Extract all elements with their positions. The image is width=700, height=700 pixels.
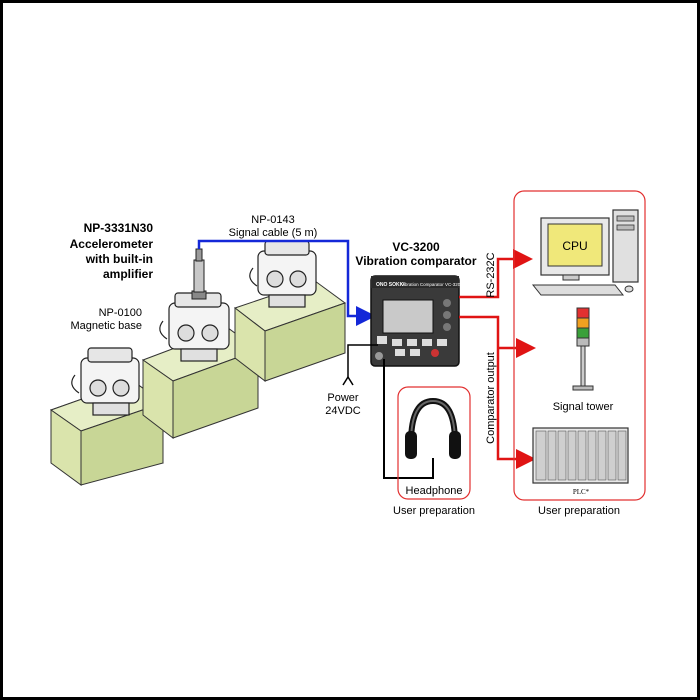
headphone-icon	[405, 397, 461, 459]
engine-icon	[159, 292, 230, 362]
signal-cable-name-label: Signal cable (5 m)	[229, 227, 318, 239]
device-panel-text: Vibration Comparator VC-3200	[401, 282, 463, 287]
diagram-frame: ONO SOKKI Vibration Comparator VC-3200	[3, 3, 697, 697]
accelerometer-name-line2: with built-in	[85, 252, 153, 266]
comparator-name-label: Vibration comparator	[355, 254, 476, 268]
cpu-screen-label: CPU	[562, 239, 587, 253]
device-brand: ONO SOKKI	[376, 282, 405, 288]
plc-label: PLC*	[573, 488, 590, 496]
rs232c-line	[459, 249, 533, 299]
engine-icon	[249, 240, 317, 308]
headphone-box	[397, 386, 471, 500]
power-label-line1: Power	[327, 392, 359, 404]
signal-cable-model-label: NP-0143	[251, 214, 294, 226]
comparator-model-label: VC-3200	[392, 240, 440, 254]
plc-icon	[532, 427, 629, 484]
computer-icon	[531, 209, 639, 296]
comparator-output-label: Comparator output	[485, 352, 497, 444]
power-symbol	[342, 376, 354, 386]
power-line	[347, 344, 378, 377]
accelerometer-name-line1: Accelerometer	[70, 237, 154, 251]
headphone-user-preparation-label: User preparation	[393, 505, 475, 517]
accelerometer-icon	[193, 248, 205, 293]
magnetic-base-model-label: NP-0100	[99, 307, 142, 319]
magnetic-base-name-label: Magnetic base	[70, 320, 142, 332]
signal-tower-label: Signal tower	[553, 401, 614, 413]
signal-cable-line	[197, 239, 376, 326]
system-diagram: ONO SOKKI Vibration Comparator VC-3200	[49, 190, 646, 517]
accelerometer-name-line3: amplifier	[103, 267, 153, 281]
vibration-comparator-device	[370, 275, 460, 367]
user-preparation-right-label: User preparation	[538, 505, 620, 517]
rs232c-label: RS-232C	[485, 252, 497, 297]
user-equipment-box	[513, 190, 646, 501]
power-label-line2: 24VDC	[325, 405, 361, 417]
accelerometer-model-label: NP-3331N30	[84, 221, 154, 235]
headphone-line	[383, 359, 434, 479]
headphone-label: Headphone	[406, 485, 463, 497]
signal-tower-icon	[572, 307, 594, 391]
engine-icon	[71, 347, 140, 416]
